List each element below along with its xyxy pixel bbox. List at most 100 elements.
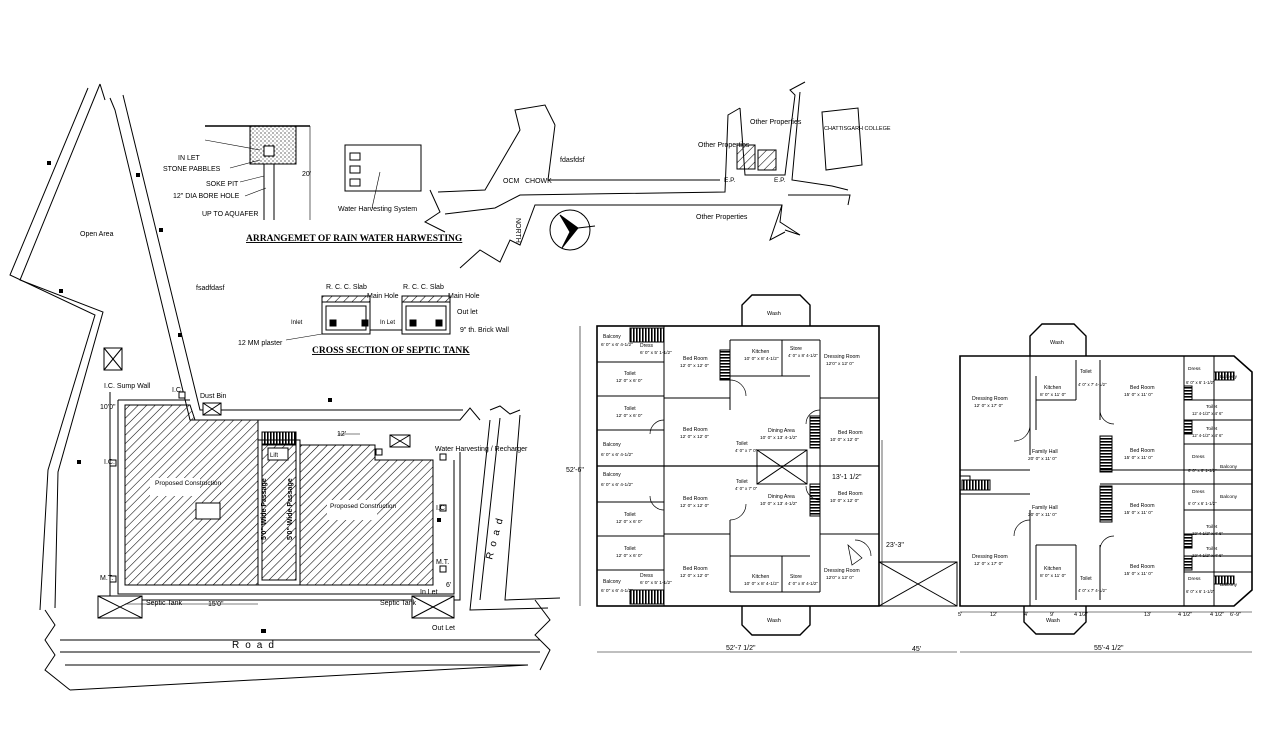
rp-kitchen-size-2: 8' 0" x 11' 0" [1040,573,1066,579]
lp-toilet-size-6: 4' 0" x 7' 0" [735,486,758,491]
rp-family-size-1: 20' 0" x 11' 0" [1028,456,1057,462]
lp-bed-2: Bed Room [683,427,708,433]
dim-small: 6' [446,582,451,589]
rp-dress-4: Dress [1188,576,1201,582]
rp-dim-gap: 45' [912,646,921,653]
lp-toilet-size-3: 12' 0" x 6' 0" [616,519,643,525]
rw-depth: 20' [302,171,311,178]
plaster-label: 12 MM plaster [238,340,283,347]
rp-dim-0: 5' [958,612,962,618]
rp-bed-size-3: 15' 0" x 11' 0" [1124,510,1153,516]
rp-dim-2: 4' [1024,612,1028,618]
rw-title: ARRANGEMET OF RAIN WATER HARWESTING [246,234,463,244]
septic-tank-left: Septic Tank [146,600,183,607]
main-hole-1: Main Hole [367,293,399,300]
septic-section-labels: R. C. C. Slab R. C. C. Slab Main Hole Ma… [238,284,509,356]
rp-toilet-3: Toilet [1206,524,1218,530]
in-let-label-septic: In Let [380,320,395,326]
lp-toilet-size-1: 12' 0" x 6' 0" [616,378,643,384]
lp-bed-3: Bed Room [683,496,708,502]
rp-bed-size-2: 15' 0" x 11' 0" [1124,455,1153,461]
rp-toilet-1: Toilet [1206,404,1218,410]
lp-dim-mid: 13'-1 1/2" [832,474,862,481]
open-area-label: Open Area [80,231,114,238]
inlet-label: Inlet [291,320,303,326]
lp-wash-bottom: Wash [767,618,781,624]
lp-dining-size-1: 10' 0" x 13' 4-1/2" [760,435,798,441]
lp-toilet-6: Toilet [736,479,748,485]
rp-toilet-s1: Toilet [1080,369,1092,375]
rp-dressing-1: Dressing Room [972,396,1008,402]
lp-toilet-4: Toilet [624,546,636,552]
lp-dim-height: 52'-6" [566,467,584,474]
passage-label-2: 5'0" Wide Passage [287,478,294,540]
lp-toilet-2: Toilet [624,406,636,412]
lp-dressing-1: Dressing Room [824,354,860,360]
rw-label-stone: STONE PABBLES [163,166,221,173]
lp-toilet-1: Toilet [624,371,636,377]
rp-dress-2: Dress [1192,454,1205,460]
lp-toilet-size-4: 12' 0" x 6' 0" [616,553,643,559]
lp-dim-width: 52'-7 1/2" [726,645,756,652]
rp-dim-8: 6'-9" [1230,612,1241,618]
road-label-bottom: Road [232,640,280,651]
rp-toilet-size-2: 12' 4-1/2" x 4' 6" [1192,433,1223,438]
lp-toilet-5: Toilet [736,441,748,447]
dust-bin-label: Dust Bin [200,393,227,400]
road-label-right: Road [484,512,507,561]
lp-bed-size-1: 12' 0" x 12' 0" [680,363,709,369]
floor-plan-right-labels: Wash Wash Dressing Room 12' 0" x 17' 0" … [958,340,1241,652]
rp-dress-3: Dress [1192,489,1205,495]
rp-bed-size-1: 15' 0" x 11' 0" [1124,392,1153,398]
septic-tank-right: Septic Tank [380,600,417,607]
rp-dim-4: 4 1/2" [1074,612,1088,618]
lp-balcony-3: Balcony [603,472,621,478]
lp-kitchen-size-1: 10' 0" x 8' 4-1/2" [744,356,779,362]
rp-balcony-4: Balcony [1220,582,1238,588]
lp-dining-2: Dining Area [768,494,795,500]
rp-bed-2: Bed Room [1130,448,1155,454]
rp-balcony-3: Balcony [1220,494,1238,500]
septic-title: CROSS SECTION OF SEPTIC TANK [312,346,470,356]
college-label: CHATTISGARH COLLEGE [824,126,891,132]
rp-wash-top: Wash [1050,340,1064,346]
rp-kitchen-1: Kitchen [1044,385,1061,391]
rp-balcony-1: Balcony [1220,374,1238,380]
lp-bed-6: Bed Room [838,491,863,497]
mt-right: M.T. [436,559,449,566]
floor-plan-right [959,323,1253,653]
rp-bed-size-4: 15' 0" x 11' 0" [1124,571,1153,577]
other-properties-1: Other Properties [698,142,750,149]
dim-gap: 12' [337,431,346,438]
rp-family-1: Family Hall [1032,449,1058,455]
main-hole-2: Main Hole [448,293,480,300]
rp-toilet-4: Toilet [1206,546,1218,552]
lp-wash-top: Wash [767,311,781,317]
site-plan [9,83,561,691]
lp-balcony-size-2: 6' 0" x 6' 4-1/2" [601,452,633,458]
proposed-construction-1: Proposed Construction [155,480,222,487]
rp-dressing-2: Dressing Room [972,554,1008,560]
lp-dining-1: Dining Area [768,428,795,434]
lp-dress-1: Dress [640,343,654,349]
floor-plan-left-labels: Wash Wash Balcony 6' 0" x 6' 4-1/2" Dres… [566,311,921,653]
rw-label-bore: 12" DIA BORE HOLE [173,193,240,200]
ep-label-1: E.P. [724,177,736,184]
lp-toilet-size-5: 4' 0" x 7' 0" [735,448,758,453]
lp-balcony-size-3: 6' 0" x 6' 4-1/2" [601,482,633,488]
rp-dim-width: 55'-4 1/2" [1094,645,1124,652]
rp-toilet-size-1: 12' 4-1/2" x 4' 6" [1192,411,1223,416]
other-properties-3: Other Properties [696,214,748,221]
lp-balcony-4: Balcony [603,579,621,585]
ocm-label: OCM [503,178,520,185]
rw-system-label: Water Harvesting System [338,206,417,213]
lp-bed-size-3: 12' 0" x 12' 0" [680,503,709,509]
lp-bed-1: Bed Room [683,356,708,362]
rp-toilet-s1-size: 4' 0" x 7' 4-1/2" [1078,382,1107,387]
rw-label-soke: SOKE PIT [206,181,239,188]
rp-dim-3: 9' [1050,612,1054,618]
rp-bed-3: Bed Room [1130,503,1155,509]
rp-toilet-size-4: 12' 4-1/2" x 4' 6" [1192,553,1223,558]
rp-wash-bottom: Wash [1046,618,1060,624]
lp-dressing-size-2: 12'0" x 12' 0" [826,575,854,581]
